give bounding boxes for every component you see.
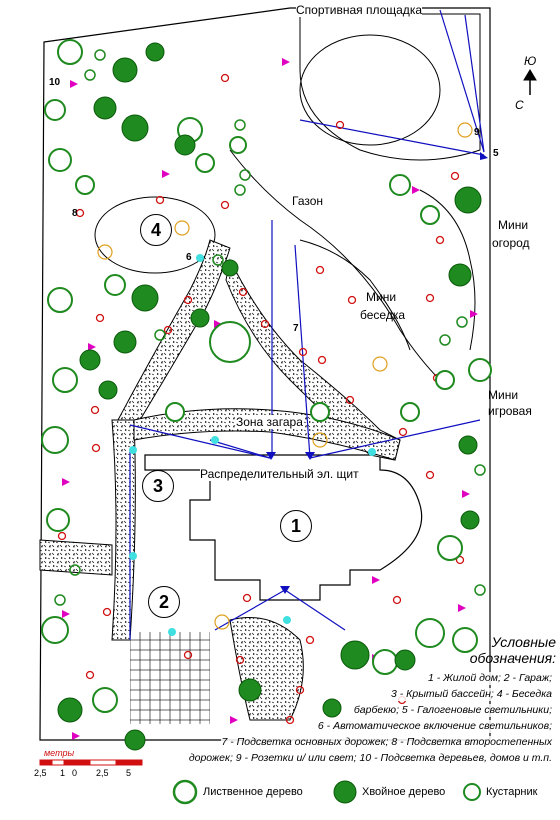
scale-title: метры xyxy=(44,748,75,758)
legend-deciduous-label: Лиственное дерево xyxy=(203,786,303,798)
marker-label-8: 8 xyxy=(72,208,78,219)
tree-light-10 xyxy=(214,320,222,328)
tree-light-10 xyxy=(62,610,70,618)
sockets xyxy=(97,122,473,630)
legend-line-5: 7 - Подсветка основных дорожек; 8 - Подс… xyxy=(221,736,552,749)
scale-tick-5: 5 xyxy=(126,768,132,778)
tree-light-10 xyxy=(470,310,478,318)
label-lawn: Газон xyxy=(292,194,324,208)
path-diagonal xyxy=(117,239,231,421)
tree-light-10 xyxy=(230,716,238,724)
zone-2-garage: 2 xyxy=(148,586,180,618)
tree-light-10 xyxy=(62,478,70,486)
socket-9 xyxy=(97,244,113,260)
conifer-trees xyxy=(57,42,482,751)
lamp-5 xyxy=(280,586,290,594)
legend-title: Условные обозначения: xyxy=(440,634,556,666)
tree-light-10 xyxy=(70,80,78,88)
tree-light-10 xyxy=(162,170,170,178)
sensor-6 xyxy=(196,254,204,262)
socket-9 xyxy=(457,122,473,138)
scale-tick-4: 2,5 xyxy=(96,768,109,778)
scale-tick-2: 1 xyxy=(60,768,66,778)
marker-label-9: 9 xyxy=(474,127,480,138)
legend-deciduous-symbol xyxy=(172,779,198,805)
socket-9 xyxy=(372,356,388,372)
legend-line-3: барбекю; 5 - Галогеновые светильники; xyxy=(353,704,552,717)
tree-light-10 xyxy=(412,186,420,194)
legend-line-1: 1 - Жилой дом; 2 - Гараж; xyxy=(427,672,552,685)
label-sunbathing-zone: Зона загара xyxy=(236,415,303,429)
sensor-6 xyxy=(368,448,376,456)
tree-light-10 xyxy=(282,58,290,66)
marker-label-7: 7 xyxy=(293,323,299,334)
label-mini-garden-2: огород xyxy=(492,236,530,250)
legend-conifer-label: Хвойное дерево xyxy=(362,786,446,798)
sensor-6 xyxy=(283,616,291,624)
socket-9 xyxy=(312,432,328,448)
zone-4-gazebo: 4 xyxy=(140,214,172,246)
tree-light-10 xyxy=(72,732,80,740)
sensor-6 xyxy=(129,446,137,454)
compass-arrow xyxy=(523,69,537,95)
sensor-6 xyxy=(211,436,219,444)
shrubs xyxy=(54,49,486,606)
legend-title-line-2: обозначения: xyxy=(469,650,556,666)
label-mini-arbor-2: беседка xyxy=(360,308,406,322)
sport-ground-ellipse xyxy=(299,34,441,146)
sport-ground-outline xyxy=(299,13,481,161)
legend-line-4: 6 - Автоматическое включение светильнико… xyxy=(317,720,552,733)
scale-bar xyxy=(39,759,143,766)
legend-conifer-symbol xyxy=(333,780,357,804)
compass-south-label: Ю xyxy=(524,54,537,68)
wiring-lines xyxy=(129,9,485,640)
compass-north-label: С xyxy=(515,98,524,112)
label-distribution-panel: Распределительный эл. щит xyxy=(200,467,359,481)
label-mini-garden-1: Мини xyxy=(498,218,529,232)
path-west-cross xyxy=(39,539,113,576)
gazebo-area xyxy=(94,196,216,274)
path-south xyxy=(229,617,304,721)
label-mini-arbor-1: Мини xyxy=(366,290,397,304)
scale-tick-3: 0 xyxy=(72,768,78,778)
socket-9 xyxy=(214,614,230,630)
sensor-6 xyxy=(129,552,137,560)
marker-label-5: 5 xyxy=(493,148,499,159)
legend-line-2: 3 - Крытый бассейн; 4 - Беседка xyxy=(391,688,552,701)
tree-light-10 xyxy=(372,576,380,584)
label-mini-play-2: игровая xyxy=(488,404,532,418)
zone-3-pool: 3 xyxy=(142,470,174,502)
auto-sensors xyxy=(129,254,376,636)
house-outline xyxy=(144,454,423,601)
legend-line-6: дорожек; 9 - Розетки и/ или свет; 10 - П… xyxy=(188,752,552,765)
garage-paving xyxy=(130,632,210,724)
deciduous-trees xyxy=(41,39,492,713)
tree-light-10 xyxy=(462,490,470,498)
label-mini-play-1: Мини xyxy=(488,388,519,402)
tree-light-10 xyxy=(88,343,96,351)
legend-title-line-1: Условные xyxy=(491,634,556,650)
sensor-6 xyxy=(168,628,176,636)
legend-shrub-label: Кустарник xyxy=(486,786,538,798)
scale-tick-1: 2,5 xyxy=(34,768,47,778)
marker-label-10: 10 xyxy=(49,77,61,88)
marker-label-6: 6 xyxy=(186,252,192,263)
tree-light-10 xyxy=(458,604,466,612)
socket-9 xyxy=(174,220,190,236)
label-sport-ground: Спортивная площадка xyxy=(296,3,422,17)
lamp-5 xyxy=(480,152,488,160)
lamp-5 xyxy=(305,452,315,460)
zone-1-house: 1 xyxy=(280,510,312,542)
halogen-lamps xyxy=(266,152,488,594)
legend-shrub-symbol xyxy=(463,783,481,801)
path-horizontal xyxy=(133,408,401,461)
lamp-5 xyxy=(266,452,276,460)
